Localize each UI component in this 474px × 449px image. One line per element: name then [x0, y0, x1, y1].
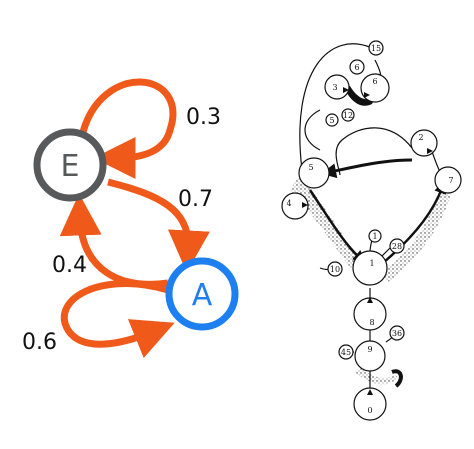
sketch-node-5: 5 — [298, 157, 330, 189]
sketch-edge-bold — [321, 158, 413, 179]
edge-a-self-loop — [60, 280, 175, 359]
edge-e-to-a — [107, 178, 210, 273]
svg-text:5: 5 — [308, 163, 313, 172]
sketch-node-36: 36 — [389, 325, 405, 341]
svg-text:6: 6 — [372, 77, 377, 86]
edge-label-e-self: 0.3 — [186, 105, 221, 130]
sketch-node-2: 2 — [410, 129, 438, 157]
edge-label-a-self: 0.6 — [22, 330, 57, 355]
svg-text:15: 15 — [371, 44, 381, 53]
sketch-self-loop — [391, 369, 403, 388]
sketch-node-45: 45 — [338, 344, 354, 360]
markov-diagram: E A 0.3 0.7 0.4 0.6 — [22, 78, 239, 359]
edge-label-a-to-e: 0.4 — [52, 253, 87, 278]
svg-text:4: 4 — [286, 199, 291, 208]
svg-text:2: 2 — [418, 133, 423, 142]
sketch-edge-bold — [308, 189, 366, 263]
sketch-node-3: 3 — [324, 74, 350, 100]
sketch-node-28: 28 — [389, 238, 405, 254]
edge-label-e-to-a: 0.7 — [178, 187, 213, 212]
node-e-label: E — [61, 149, 80, 184]
sketch-node-7: 7 — [434, 166, 462, 194]
sketch-node-15: 15 — [368, 40, 384, 56]
svg-text:8: 8 — [369, 318, 374, 327]
sketch-diagram: 15 6 3 6 5 12 2 5 — [281, 40, 462, 421]
node-e: E — [33, 128, 107, 202]
sketch-node-6: 6 — [349, 59, 365, 75]
sketch-node-0: 0 — [353, 387, 387, 421]
edge-e-self-loop — [78, 78, 177, 179]
sketch-node-1-small: 1 — [368, 229, 382, 243]
svg-text:1: 1 — [372, 232, 377, 241]
node-a: A — [165, 257, 239, 331]
svg-text:1: 1 — [369, 259, 374, 268]
edge-a-to-e — [59, 193, 169, 288]
sketch-edge-bold — [383, 180, 447, 263]
sketch-node-12: 12 — [341, 108, 355, 122]
svg-text:9: 9 — [367, 345, 372, 354]
sketch-node-4: 4 — [281, 192, 309, 220]
sketch-node-9: 9 — [354, 340, 386, 372]
sketch-edge — [335, 127, 413, 176]
svg-text:36: 36 — [392, 329, 402, 338]
svg-text:6: 6 — [354, 63, 359, 72]
svg-text:12: 12 — [343, 111, 353, 120]
node-a-label: A — [192, 278, 213, 313]
svg-text:0: 0 — [367, 406, 372, 415]
svg-text:10: 10 — [330, 265, 340, 274]
svg-text:3: 3 — [332, 83, 337, 92]
svg-text:7: 7 — [448, 176, 453, 185]
svg-text:5: 5 — [329, 116, 334, 125]
sketch-edge — [299, 43, 373, 171]
svg-text:45: 45 — [341, 348, 351, 357]
svg-text:28: 28 — [392, 242, 402, 251]
sketch-node-5-small: 5 — [325, 113, 339, 127]
sketch-node-6b: 6 — [360, 73, 390, 103]
sketch-node-10: 10 — [327, 261, 343, 277]
sketch-node-1: 1 — [352, 250, 388, 286]
